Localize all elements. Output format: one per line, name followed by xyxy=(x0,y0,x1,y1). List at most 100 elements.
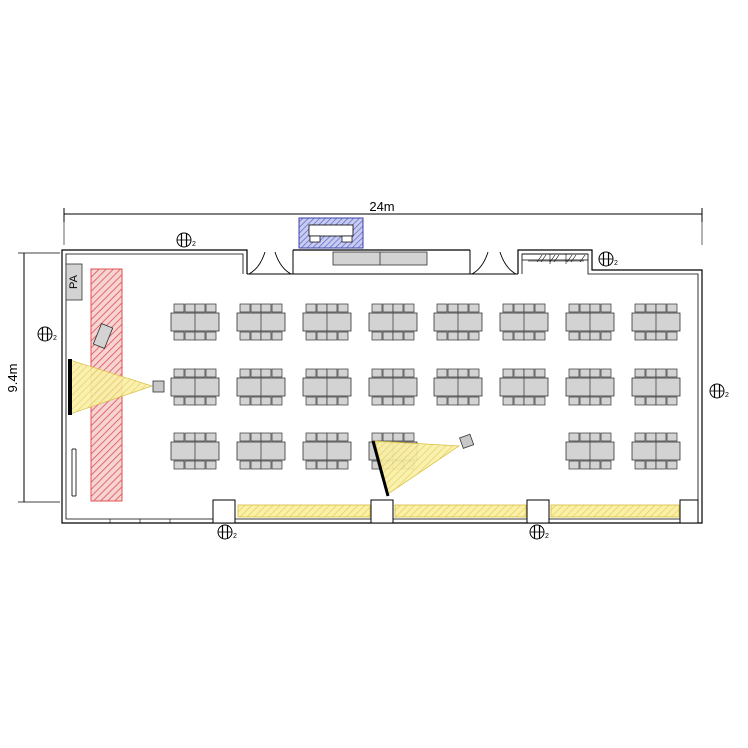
chair xyxy=(634,460,646,470)
chair xyxy=(173,303,185,313)
left-projector xyxy=(152,380,165,393)
chair xyxy=(173,331,185,341)
chair xyxy=(579,396,591,406)
outlet-subscript: 2 xyxy=(53,335,57,342)
table-group xyxy=(631,432,681,470)
chair xyxy=(513,368,525,378)
outlet-subscript: 2 xyxy=(192,241,196,248)
chair xyxy=(305,368,317,378)
outlet-icon: 2 xyxy=(176,232,196,248)
chair xyxy=(534,303,546,313)
chair xyxy=(513,303,525,313)
chair xyxy=(589,396,601,406)
table-group xyxy=(433,368,483,406)
chair xyxy=(523,303,535,313)
chair xyxy=(239,303,251,313)
chair xyxy=(600,368,612,378)
column xyxy=(212,499,236,524)
chair xyxy=(271,460,283,470)
chair xyxy=(250,432,262,442)
chair xyxy=(634,303,646,313)
chair xyxy=(589,331,601,341)
chair xyxy=(534,368,546,378)
chair xyxy=(371,331,383,341)
chair xyxy=(173,460,185,470)
chair xyxy=(403,396,415,406)
door-right[interactable] xyxy=(471,251,517,275)
chair xyxy=(634,432,646,442)
chair xyxy=(194,396,206,406)
chair xyxy=(184,460,196,470)
chair xyxy=(600,432,612,442)
chair xyxy=(337,303,349,313)
outlet-icon: 2 xyxy=(529,524,549,540)
wall-rack-left xyxy=(71,448,77,497)
chair xyxy=(337,432,349,442)
lectern xyxy=(92,323,114,349)
chair xyxy=(184,331,196,341)
chair xyxy=(316,396,328,406)
chair xyxy=(305,331,317,341)
counter-top xyxy=(332,251,428,266)
table-group xyxy=(499,368,549,406)
chair xyxy=(600,460,612,470)
table-group xyxy=(433,303,483,341)
chair xyxy=(371,396,383,406)
pa-label: PA xyxy=(68,274,80,289)
chair xyxy=(371,303,383,313)
outlet-icon: 2 xyxy=(598,251,618,267)
chair xyxy=(239,368,251,378)
table-group xyxy=(499,303,549,341)
chair xyxy=(382,331,394,341)
chair xyxy=(371,368,383,378)
chair xyxy=(326,432,338,442)
door-left[interactable] xyxy=(248,251,292,275)
outlet-subscript: 2 xyxy=(725,392,729,399)
chair xyxy=(589,432,601,442)
chair xyxy=(645,331,657,341)
chair xyxy=(645,432,657,442)
chair xyxy=(534,396,546,406)
chair xyxy=(337,460,349,470)
left-projection xyxy=(68,359,165,415)
chair xyxy=(337,368,349,378)
chair xyxy=(457,368,469,378)
chair xyxy=(579,432,591,442)
chair xyxy=(260,396,272,406)
outlet-icon: 2 xyxy=(217,524,237,540)
window-sills xyxy=(237,504,680,518)
table-group xyxy=(565,303,615,341)
chair xyxy=(271,368,283,378)
chair xyxy=(534,331,546,341)
chair xyxy=(447,303,459,313)
chair xyxy=(382,432,394,442)
column xyxy=(370,499,394,524)
table-group xyxy=(368,368,418,406)
chair xyxy=(436,368,448,378)
chair xyxy=(634,396,646,406)
chair xyxy=(579,331,591,341)
table-group xyxy=(302,303,352,341)
chair xyxy=(305,460,317,470)
chair xyxy=(568,460,580,470)
chair xyxy=(468,331,480,341)
chair xyxy=(655,432,667,442)
table-group xyxy=(631,303,681,341)
chair xyxy=(666,432,678,442)
chair xyxy=(250,460,262,470)
chair xyxy=(316,368,328,378)
table-group xyxy=(368,303,418,341)
chair xyxy=(205,432,217,442)
chair xyxy=(326,303,338,313)
chair xyxy=(655,368,667,378)
chair xyxy=(184,432,196,442)
chair xyxy=(600,331,612,341)
chair xyxy=(194,432,206,442)
columns xyxy=(212,499,699,524)
chair xyxy=(436,396,448,406)
table-group xyxy=(236,432,286,470)
chair xyxy=(260,331,272,341)
outlet-subscript: 2 xyxy=(614,260,618,267)
chair xyxy=(337,396,349,406)
outlet-icon: 2 xyxy=(709,383,729,399)
